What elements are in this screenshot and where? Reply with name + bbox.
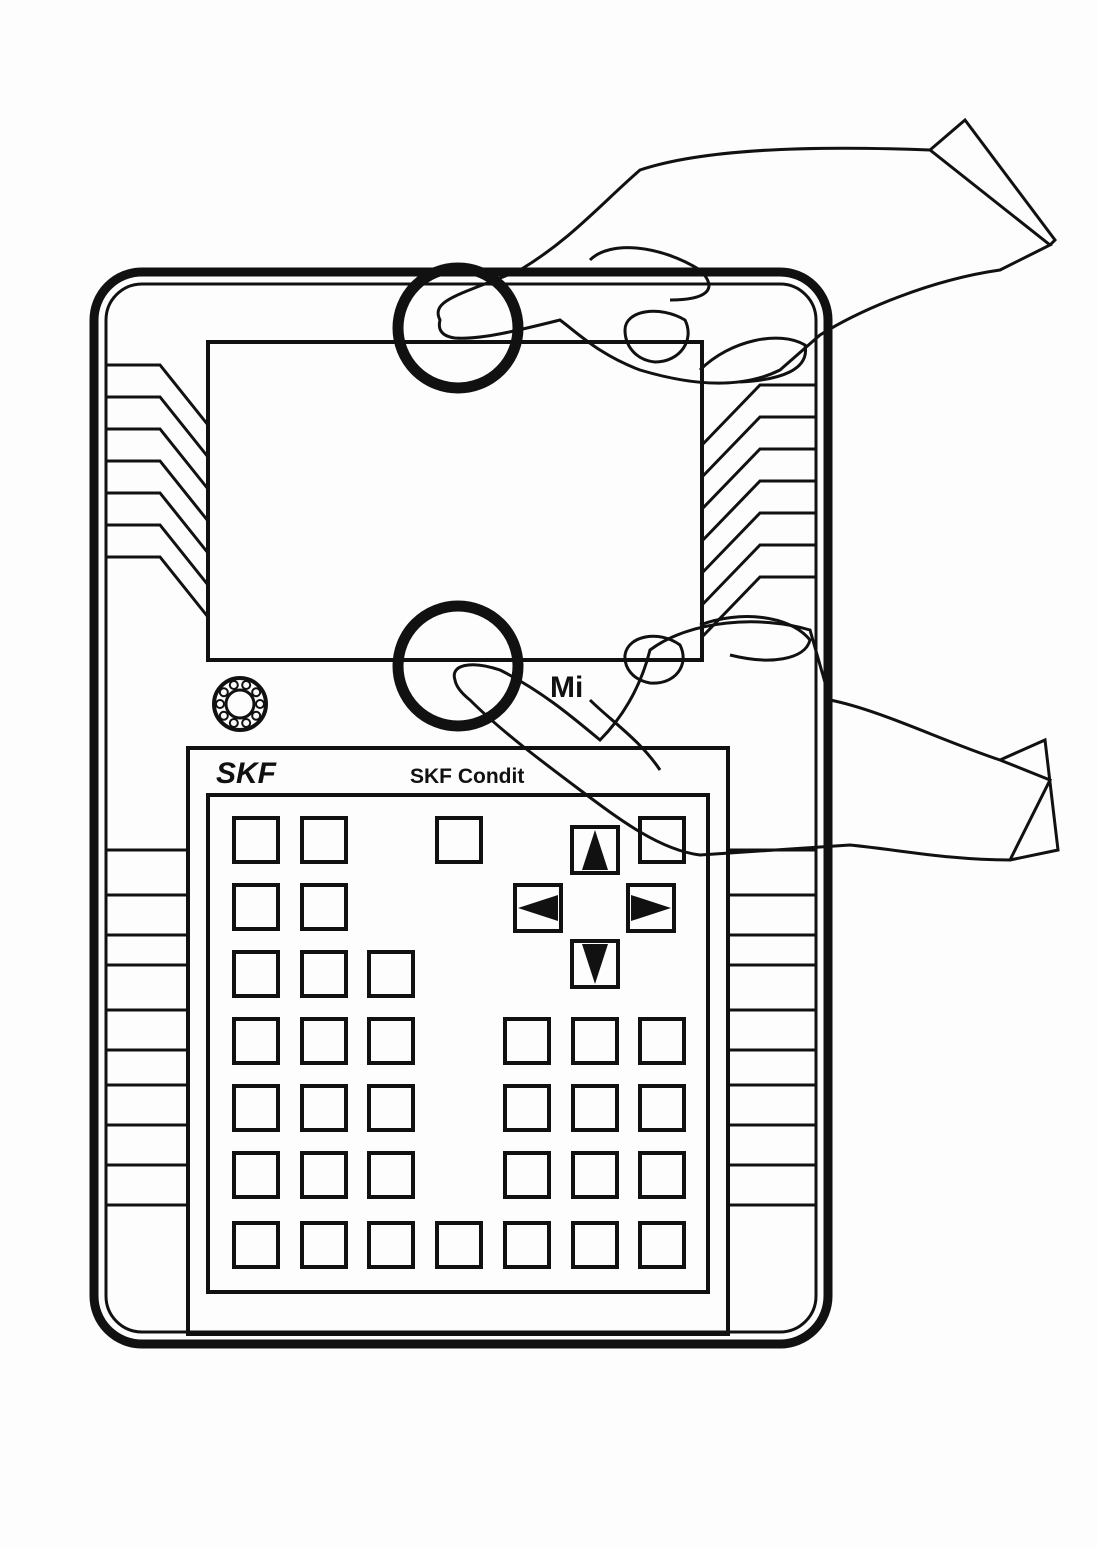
down-arrow-key[interactable] xyxy=(570,939,620,989)
grip-stripe xyxy=(106,555,210,618)
keypad-key[interactable] xyxy=(232,1151,280,1199)
display-screen xyxy=(206,340,704,662)
keypad-key[interactable] xyxy=(638,816,686,864)
keypad-key[interactable] xyxy=(232,950,280,998)
keypad-key[interactable] xyxy=(367,1084,415,1132)
grip-stripe xyxy=(106,459,210,522)
upper-hand xyxy=(436,117,1057,385)
keypad-key[interactable] xyxy=(300,950,348,998)
keypad-key[interactable] xyxy=(367,950,415,998)
grip-stripe xyxy=(700,511,816,575)
keypad-key[interactable] xyxy=(503,1017,551,1065)
keypad-key[interactable] xyxy=(232,816,280,864)
panel-label: SKF Condit xyxy=(410,765,524,788)
grip-stripe xyxy=(106,395,210,458)
keypad-panel xyxy=(186,746,730,1336)
keypad-key[interactable] xyxy=(503,1084,551,1132)
keypad-key[interactable] xyxy=(232,883,280,931)
grip-stripe xyxy=(106,363,210,426)
keypad-key[interactable] xyxy=(638,1084,686,1132)
grip-stripe xyxy=(106,427,210,490)
keypad-key[interactable] xyxy=(638,1221,686,1269)
arrow-up-icon xyxy=(582,830,608,870)
arrow-right-icon xyxy=(631,895,671,921)
keypad-key[interactable] xyxy=(300,1084,348,1132)
grip-stripe xyxy=(106,491,210,554)
right-arrow-key[interactable] xyxy=(626,883,676,933)
keypad-key[interactable] xyxy=(571,1221,619,1269)
bearing-ball xyxy=(241,718,252,729)
device-body xyxy=(89,267,833,1349)
keypad-key[interactable] xyxy=(300,1151,348,1199)
keypad-key[interactable] xyxy=(367,1017,415,1065)
arrow-down-icon xyxy=(582,944,608,984)
keypad-key[interactable] xyxy=(571,1084,619,1132)
bearing-ball xyxy=(241,679,252,690)
keypad-key[interactable] xyxy=(571,1017,619,1065)
keypad-frame xyxy=(206,793,710,1294)
screen-label: Mi xyxy=(550,671,583,704)
keypad-key[interactable] xyxy=(638,1151,686,1199)
keypad-key[interactable] xyxy=(571,1151,619,1199)
arrow-left-icon xyxy=(518,895,558,921)
grip-stripe xyxy=(700,415,816,479)
grip-stripe xyxy=(700,479,816,543)
bearing-ball xyxy=(228,718,239,729)
keypad-key[interactable] xyxy=(367,1221,415,1269)
grip-stripe xyxy=(106,523,210,586)
bearing-ball xyxy=(228,679,239,690)
bottom-touch-circle[interactable] xyxy=(392,600,524,732)
keypad-key[interactable] xyxy=(367,1151,415,1199)
grip-stripe xyxy=(700,383,816,447)
side-grip-stripes xyxy=(106,363,816,1207)
left-arrow-key[interactable] xyxy=(513,883,563,933)
keypad-key[interactable] xyxy=(435,816,483,864)
bearing-ball xyxy=(215,699,225,709)
up-arrow-key[interactable] xyxy=(570,825,620,875)
grip-stripe xyxy=(700,575,816,639)
keypad-key[interactable] xyxy=(435,1221,483,1269)
grip-stripe xyxy=(700,447,816,511)
keypad-key[interactable] xyxy=(232,1084,280,1132)
keypad-key[interactable] xyxy=(232,1221,280,1269)
bearing-ball xyxy=(218,687,229,698)
keypad-key[interactable] xyxy=(300,816,348,864)
bearing-ball xyxy=(251,710,262,721)
keypad-key[interactable] xyxy=(300,1017,348,1065)
lower-hand xyxy=(452,615,1060,862)
bearing-ball xyxy=(218,710,229,721)
keypad-key[interactable] xyxy=(638,1017,686,1065)
top-touch-circle[interactable] xyxy=(392,262,524,394)
bearing-ball xyxy=(251,687,262,698)
keypad-key[interactable] xyxy=(503,1221,551,1269)
skf-logo: SKF xyxy=(216,757,277,790)
keypad-key[interactable] xyxy=(232,1017,280,1065)
keypad-key[interactable] xyxy=(300,1221,348,1269)
bearing-ball xyxy=(255,699,265,709)
keypad-key[interactable] xyxy=(300,883,348,931)
keypad xyxy=(232,816,686,1269)
bearing-icon xyxy=(212,676,268,732)
grip-stripe xyxy=(700,543,816,607)
keypad-key[interactable] xyxy=(503,1151,551,1199)
